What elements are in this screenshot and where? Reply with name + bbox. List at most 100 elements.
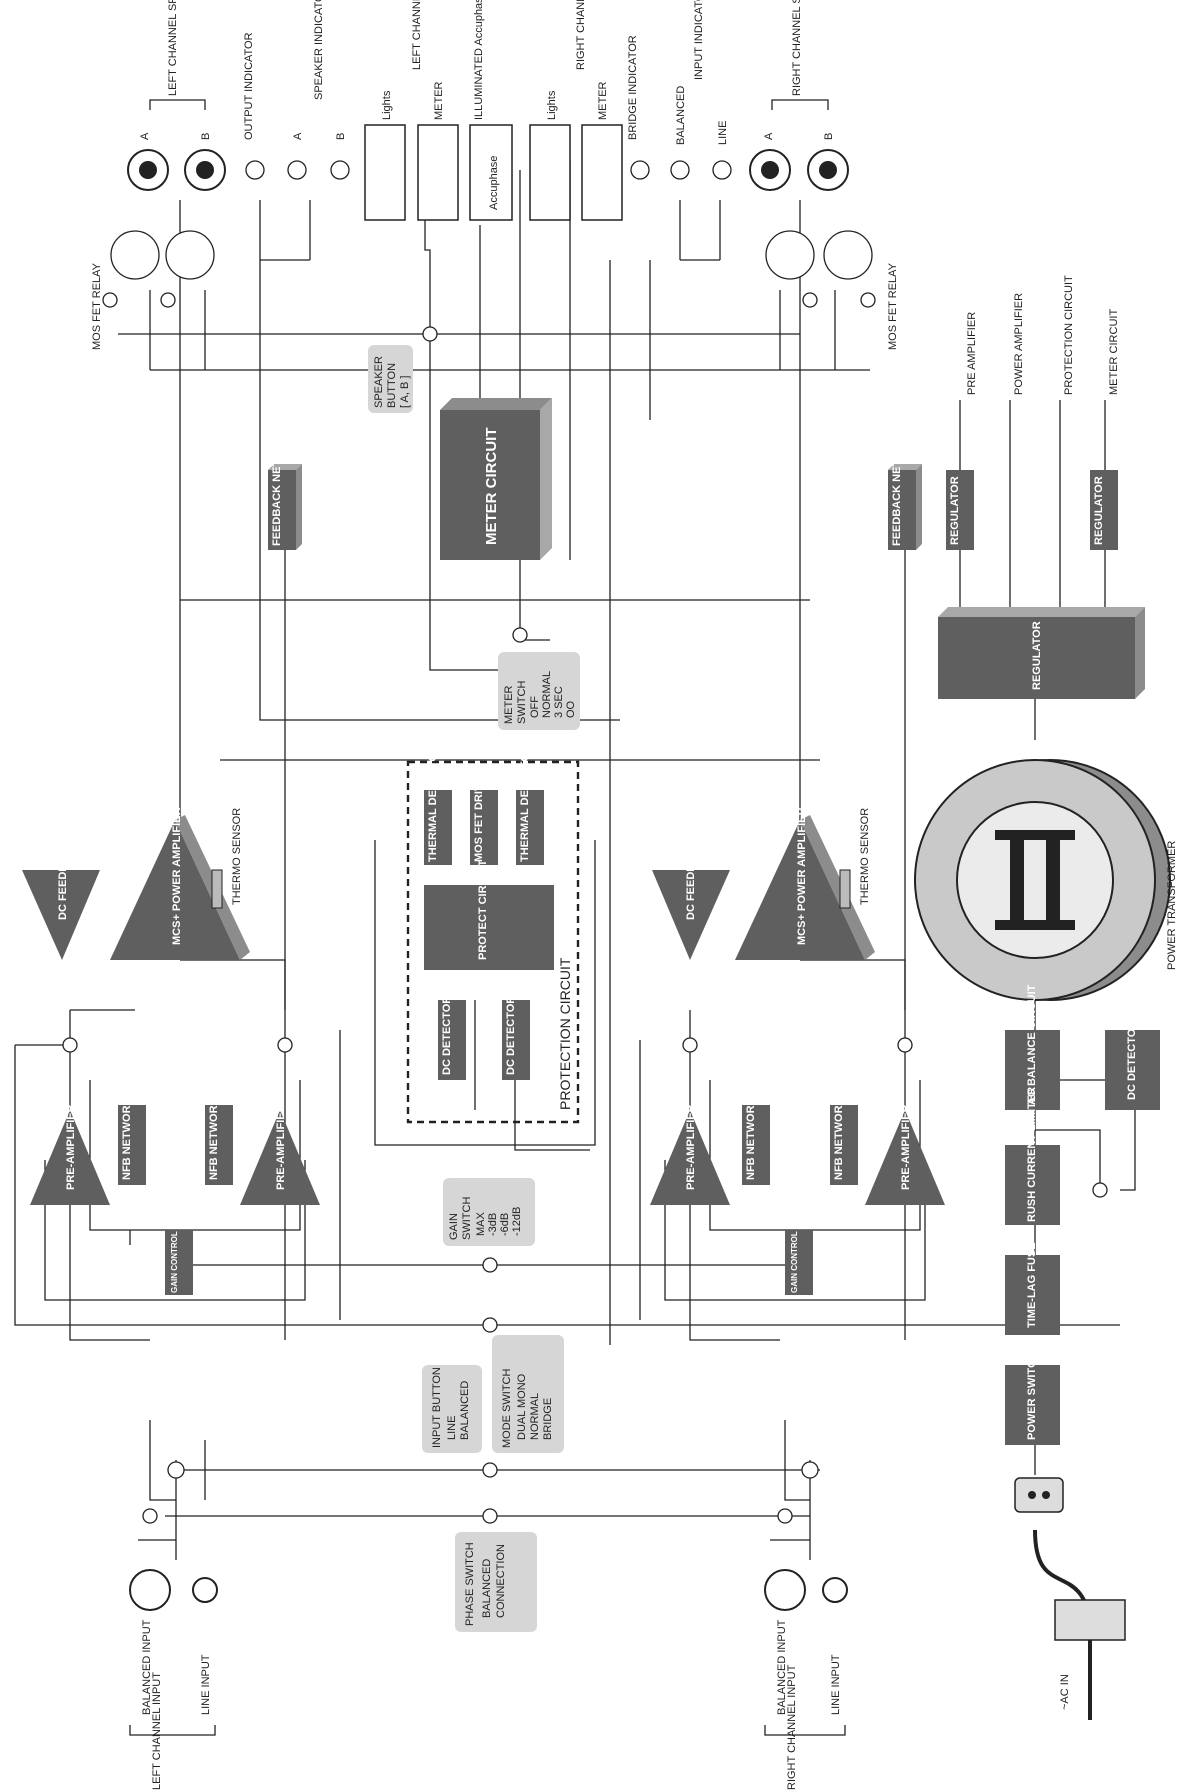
balanced-led-icon (670, 160, 690, 180)
speaker-b-label: B (823, 133, 835, 140)
line-input-jack[interactable] (192, 1577, 218, 1603)
multiplier-icon (482, 1257, 498, 1273)
multiplier-icon (482, 1317, 498, 1333)
balanced-input-jack[interactable] (129, 1569, 171, 1611)
input-button-box[interactable] (422, 1365, 482, 1453)
dc-detector-block (438, 1000, 466, 1080)
meter-switch-l1: METER (503, 685, 515, 724)
mos-fet-relay-label: MOS FET RELAY (91, 262, 103, 350)
speaker-ind-b: B (335, 133, 347, 140)
ac-balance-label: AC BALANCE CIRCUIT (1026, 984, 1038, 1105)
nfb-network-block (118, 1105, 146, 1185)
multiplier-icon (482, 1508, 498, 1524)
meter-switch-l2: SWITCH (516, 681, 528, 724)
multiplier-icon (897, 1037, 913, 1053)
rail-meter-circuit: METER CIRCUIT (1108, 309, 1120, 395)
meter-switch-box[interactable] (498, 652, 580, 730)
dc-detector-ps-block (1105, 1030, 1160, 1110)
power-amp-label: MCS+ POWER AMPLIFIER (171, 808, 183, 945)
power-switch-block[interactable] (1005, 1365, 1060, 1445)
mos-fet-relay-icon (823, 230, 873, 280)
pre-amp (240, 1110, 320, 1205)
rail-power-amplifier: POWER AMPLIFIER (1013, 293, 1025, 395)
mos-fet-relay-label: MOS FET RELAY (887, 262, 899, 350)
mode-switch-l1: MODE SWITCH (501, 1369, 513, 1448)
thermo-sensor-icon (839, 869, 851, 909)
gain-control-block (785, 1230, 813, 1295)
gain-control-block (165, 1230, 193, 1295)
multiplier-icon (802, 292, 818, 308)
gain-switch-l6: -12dB (511, 1207, 523, 1236)
gain-switch-l3: MAX (475, 1212, 487, 1237)
multiplier-icon (512, 627, 528, 643)
right-lights-label: Lights (546, 90, 558, 120)
gain-switch-box[interactable] (443, 1178, 535, 1246)
right-inputs: BALANCED INPUT LINE INPUT RIGHT CHANNEL … (764, 1461, 848, 1790)
center-upper: SPEAKER BUTTON [ A, B ] METER CIRCUIT ME… (368, 326, 580, 730)
power-supply: PRE AMPLIFIER POWER AMPLIFIER PROTECTION… (914, 275, 1178, 1720)
thermal-detector-label: THERMAL DETECTOR (519, 745, 531, 862)
line-ind-label: LINE (717, 121, 729, 145)
pre-amp-label: PRE-AMPLIFIER (900, 1104, 912, 1190)
line-input-label: LINE INPUT (830, 1654, 842, 1715)
left-meter-label: METER (433, 81, 445, 120)
mode-switch-l4: BRIDGE (542, 1398, 554, 1440)
right-feedback-network: FEEDBACK NETWORK (888, 425, 922, 550)
time-lag-fuse-block (1005, 1255, 1060, 1335)
bridge-led-icon (630, 160, 650, 180)
balanced-input-jack[interactable] (764, 1569, 806, 1611)
speaker-button-line2: BUTTON (386, 363, 398, 408)
gain-control-label: GAIN CONTROL CIRCUIT (790, 1197, 799, 1293)
right-amplifiers: DC FEEDBACK AMP. MCS+ POWER AMPLIFIER TH… (650, 808, 945, 1295)
speaker-button-line1: SPEAKER (373, 356, 385, 408)
nfb-network-block (830, 1105, 858, 1185)
phase-switch-l3: CONNECTION (495, 1544, 507, 1618)
meter-switch-l4: NORMAL (541, 671, 553, 718)
multiplier-icon (142, 1508, 158, 1524)
multiplier-icon (277, 1037, 293, 1053)
right-lights-panel (529, 124, 571, 221)
dc-detector-block (502, 1000, 530, 1080)
thermo-sensor-label: THERMO SENSOR (859, 808, 871, 905)
protection-circuit-border (406, 760, 580, 1124)
right-speakers: A B RIGHT CHANNEL SPEAKERS MOS FET RELAY (749, 0, 899, 350)
pre-amp-label: PRE-AMPLIFIER (275, 1104, 287, 1190)
protection-circuit-label: PROTECTION CIRCUIT (557, 957, 573, 1110)
nfb-network-label: NFB NETWORK (745, 1097, 757, 1180)
rush-current-block (1005, 1145, 1060, 1225)
meter-circuit-block (440, 410, 540, 560)
speaker-button-box[interactable] (368, 345, 413, 413)
gain-control-label: GAIN CONTROL CIRCUIT (170, 1197, 179, 1293)
mode-switch-box[interactable] (492, 1335, 564, 1453)
center-lower-switches: GAIN SWITCH MAX -3dB -6dB -12dB INPUT BU… (422, 1178, 564, 1632)
input-button-l2: LINE (446, 1416, 458, 1440)
protect-circuit-label: PROTECT CIRCUIT (477, 860, 489, 961)
logo-label: Accuphase (488, 156, 500, 210)
left-inputs: BALANCED INPUT LINE INPUT LEFT CHANNEL I… (129, 1461, 218, 1790)
right-meter-panel (581, 124, 623, 221)
left-channel-input-label: LEFT CHANNEL INPUT (151, 1672, 163, 1790)
input-button-l1: INPUT BUTTON (431, 1367, 443, 1448)
mos-fet-driver-block (470, 790, 498, 865)
time-lag-fuse-label: TIME-LAG FUSE (1026, 1242, 1038, 1328)
output-indicator-label: OUTPUT INDICATOR (243, 32, 255, 140)
thermal-detector-label: THERMAL DETECTOR (427, 745, 439, 862)
plug-icon (1054, 1599, 1126, 1641)
phase-switch-box[interactable] (455, 1532, 537, 1632)
thermal-detector-block (516, 790, 544, 865)
pre-amp (30, 1110, 110, 1205)
power-amp (110, 820, 240, 960)
speaker-a-label: A (139, 132, 151, 140)
nfb-network-label: NFB NETWORK (208, 1097, 220, 1180)
right-channel-input-label: RIGHT CHANNEL INPUT (786, 1664, 798, 1790)
dc-detector-label: DC DETECTOR (505, 996, 517, 1075)
feedback-network-label: FEEDBACK NETWORK (271, 425, 283, 546)
left-lights-label: Lights (381, 90, 393, 120)
line-input-jack[interactable] (822, 1577, 848, 1603)
balanced-input-label: BALANCED INPUT (141, 1619, 153, 1715)
protection-circuit: PROTECTION CIRCUIT THERMAL DETECTOR MOS … (406, 745, 580, 1124)
phase-switch-l1: PHASE SWITCH (464, 1542, 476, 1626)
power-amp (735, 820, 865, 960)
multiplier-icon (167, 1461, 185, 1479)
